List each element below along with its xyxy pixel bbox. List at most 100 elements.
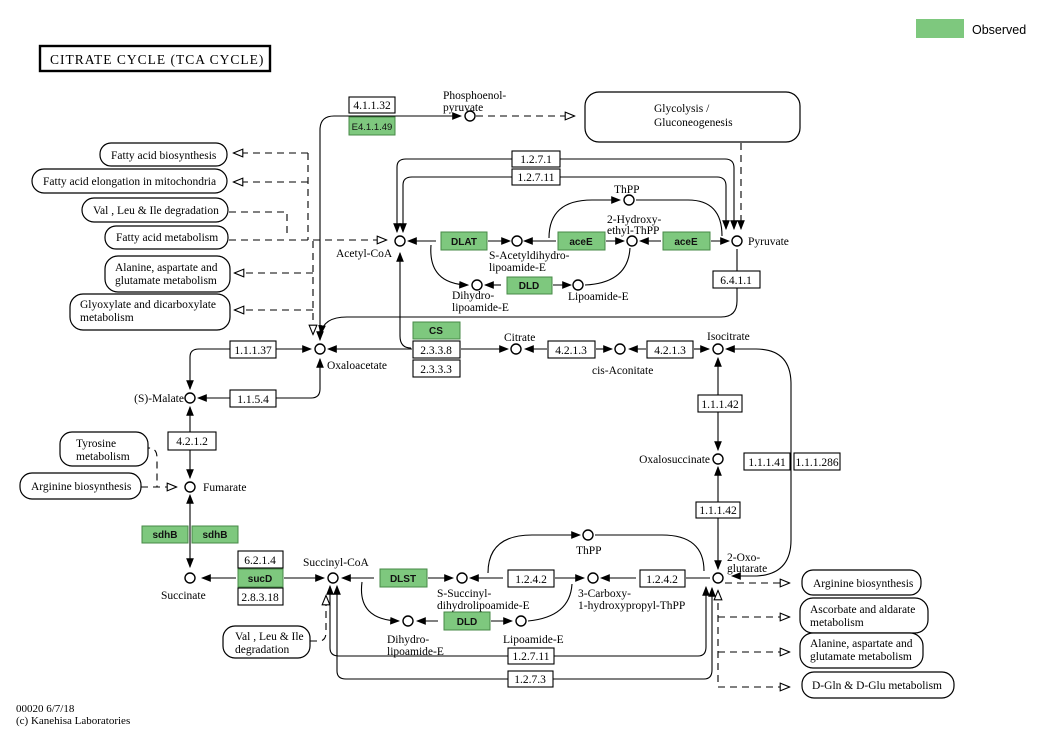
- ec-box-1.1.1.286[interactable]: [793, 452, 841, 471]
- gene-box-sdhb-2[interactable]: [191, 525, 239, 544]
- compound-label: lipoamide-E: [387, 646, 444, 658]
- compound-node-succinate[interactable]: [184, 572, 196, 584]
- compound-label: Phosphoenol-: [443, 90, 506, 102]
- ec-box-1.2.7.3[interactable]: [507, 670, 554, 688]
- compound-node-pyruvate[interactable]: [731, 235, 743, 247]
- ec-box-2.3.3.8[interactable]: [412, 340, 461, 359]
- compound-node-dihydrolipoamide-bottom[interactable]: [402, 615, 414, 627]
- compound-node-cis-aconitate[interactable]: [614, 343, 626, 355]
- gene-box-sucd[interactable]: [237, 568, 284, 588]
- compound-nodes: [184, 110, 743, 627]
- gene-box-dld-bottom[interactable]: [443, 611, 491, 631]
- pathway-box-glyoxylate[interactable]: [69, 293, 231, 331]
- compound-node-s-succinyldihydrolipoamide[interactable]: [456, 572, 468, 584]
- ec-label: 1.2.7.11: [518, 172, 555, 184]
- ec-box-6.2.1.4[interactable]: [237, 550, 284, 569]
- compound-node-oxalosuccinate[interactable]: [712, 453, 724, 465]
- pathway-box-fatty-acid-biosynthesis[interactable]: [99, 142, 228, 167]
- compound-node-thpp-top[interactable]: [623, 194, 635, 206]
- compound-node-fumarate[interactable]: [184, 481, 196, 493]
- gene-box-sdhb-1[interactable]: [141, 525, 189, 544]
- ec-box-1.2.7.11-top[interactable]: [511, 168, 561, 186]
- compound-node-succinyl-coa[interactable]: [327, 572, 339, 584]
- ec-box-4.1.1.32[interactable]: [348, 96, 396, 114]
- ec-box-4.2.1.3-b[interactable]: [646, 340, 694, 359]
- pathway-box-val-leu-ile-top[interactable]: [81, 197, 229, 223]
- pathway-label: Tyrosine: [76, 438, 116, 450]
- compound-node-2-oxoglutarate[interactable]: [712, 572, 724, 584]
- pathway-box-arginine-biosynthesis-left[interactable]: [19, 472, 142, 500]
- pathway-label: Val , Leu & Ile: [235, 631, 304, 643]
- ec-label: 1.1.1.42: [701, 399, 739, 411]
- compound-label: 1-hydroxypropyl-ThPP: [578, 600, 685, 612]
- pathway-label: Glycolysis /: [654, 103, 710, 115]
- compound-label: Pyruvate: [748, 236, 789, 248]
- ec-box-1.2.7.1[interactable]: [511, 150, 561, 168]
- edge: [430, 244, 470, 289]
- pathway-box-tyrosine-metabolism[interactable]: [59, 431, 149, 467]
- edge: [487, 531, 582, 574]
- compound-node-2-hydroxyethyl-thpp[interactable]: [626, 235, 638, 247]
- compound-label: dihydrolipoamide-E: [437, 600, 530, 612]
- gene-box-dld-top[interactable]: [506, 276, 553, 295]
- compound-label: Fumarate: [203, 482, 246, 494]
- ec-box-1.2.4.2-b[interactable]: [639, 569, 686, 588]
- ec-box-2.3.3.3[interactable]: [412, 359, 461, 378]
- pathway-box-alanine-aspartate-right[interactable]: [799, 632, 924, 669]
- gene-box-dlat[interactable]: [440, 231, 488, 251]
- gene-label: sdhB: [153, 530, 178, 541]
- gene-label: DLD: [457, 617, 478, 628]
- pathway-box-alanine-aspartate-left[interactable]: [104, 255, 231, 293]
- ec-box-1.1.1.42-top[interactable]: [697, 394, 743, 413]
- compound-label: ThPP: [576, 545, 602, 557]
- gene-box-cs[interactable]: [412, 321, 461, 340]
- pathway-label: Fatty acid metabolism: [116, 232, 218, 244]
- compound-node-malate[interactable]: [184, 392, 196, 404]
- compound-node-citrate[interactable]: [510, 343, 522, 355]
- ec-box-6.4.1.1[interactable]: [712, 270, 761, 289]
- ec-label: 1.2.7.11: [513, 651, 550, 663]
- compound-node-isocitrate[interactable]: [712, 343, 724, 355]
- pathway-box-dgln-dglu[interactable]: [801, 671, 955, 699]
- compound-node-phosphoenolpyruvate[interactable]: [464, 110, 476, 122]
- ec-box-1.1.1.41[interactable]: [743, 452, 791, 471]
- pathway-box-val-leu-ile-bottom[interactable]: [222, 625, 311, 659]
- edge: [360, 581, 401, 625]
- compound-node-lipoamide-top[interactable]: [572, 279, 584, 291]
- gene-box-acee-2[interactable]: [662, 231, 711, 251]
- ec-box-1.2.7.11-bottom[interactable]: [507, 647, 555, 665]
- ec-box-1.1.1.37[interactable]: [229, 340, 277, 359]
- gene-box-e4.1.1.49[interactable]: [348, 116, 396, 136]
- footer: 00020 6/7/18 (c) Kanehisa Laboratories: [16, 703, 130, 727]
- ec-box-1.2.4.2-a[interactable]: [507, 569, 555, 588]
- ec-box-1.1.5.4[interactable]: [229, 389, 277, 408]
- pathway-box-arginine-biosynthesis-right[interactable]: [801, 569, 922, 596]
- compound-node-thpp-bottom[interactable]: [582, 529, 594, 541]
- compound-label: Acetyl-CoA: [336, 248, 393, 260]
- pathway-box-fatty-acid-metabolism[interactable]: [104, 225, 229, 250]
- gene-label: aceE: [674, 237, 698, 248]
- compound-node-3-carboxy-1-hydroxypropyl-thpp[interactable]: [587, 572, 599, 584]
- compound-node-acetyl-coa[interactable]: [394, 235, 406, 247]
- edge: [316, 112, 463, 342]
- ec-label: 4.1.1.32: [353, 100, 391, 112]
- ec-box-4.2.1.2[interactable]: [167, 431, 217, 451]
- compound-node-dihydrolipoamide-top[interactable]: [471, 279, 483, 291]
- ec-label: 1.1.1.42: [699, 505, 737, 517]
- gene-box-dlst[interactable]: [379, 568, 428, 588]
- compound-label: lipoamide-E: [452, 302, 509, 314]
- compound-node-s-acetyldihydrolipoamide[interactable]: [511, 235, 523, 247]
- pathway-box-fatty-acid-elongation[interactable]: [31, 168, 228, 194]
- gene-box-acee-1[interactable]: [557, 231, 606, 251]
- compound-node-oxaloacetate[interactable]: [314, 343, 326, 355]
- ec-box-4.2.1.3-a[interactable]: [547, 340, 596, 359]
- ec-box-1.1.1.42-bottom[interactable]: [695, 501, 741, 519]
- compound-node-lipoamide-bottom[interactable]: [515, 615, 527, 627]
- page-title: CITRATE CYCLE (TCA CYCLE): [50, 52, 264, 67]
- pathway-label: Ascorbate and aldarate: [810, 604, 915, 616]
- pathway-box-glycolysis[interactable]: [584, 91, 801, 143]
- copyright: (c) Kanehisa Laboratories: [16, 715, 130, 727]
- ec-label: 4.2.1.3: [654, 345, 686, 357]
- compound-label: 3-Carboxy-: [578, 588, 631, 600]
- ec-box-2.8.3.18[interactable]: [237, 587, 284, 606]
